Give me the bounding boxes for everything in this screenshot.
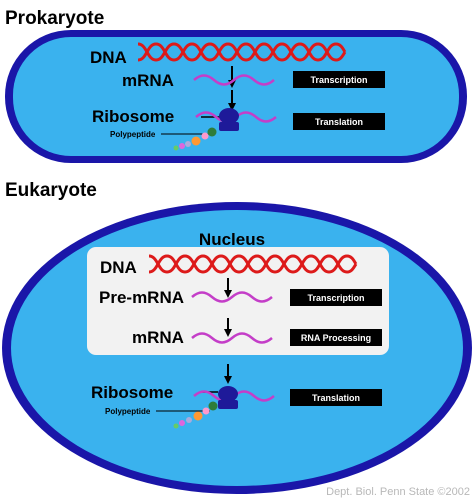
prokaryote-step-transcription [293, 71, 385, 88]
eukaryote-title: Eukaryote [5, 180, 97, 201]
rna-wave-icon [191, 332, 273, 344]
eukaryote-pre-mrna-label: Pre-mRNA [99, 288, 184, 307]
prokaryote-step-translation [293, 113, 385, 130]
prokaryote-step-translation-label: Translation [315, 117, 363, 127]
eukaryote-mrna-label: mRNA [132, 328, 184, 347]
nucleus-label: Nucleus [199, 230, 265, 249]
rna-wave-icon [193, 74, 275, 86]
rna-wave-icon [191, 291, 273, 303]
eukaryote-step-translation-label: Translation [312, 393, 360, 403]
credit-text: Dept. Biol. Penn State ©2002 [326, 486, 470, 498]
ribosome-icon [218, 386, 238, 409]
polypeptide-chain-icon [173, 127, 217, 151]
eukaryote-step-rna-processing-label: RNA Processing [301, 333, 371, 343]
eukaryote-step-transcription [290, 289, 382, 306]
eukaryote-step-translation [290, 389, 382, 406]
dna-helix-icon [137, 42, 347, 62]
prokaryote-mrna-label: mRNA [122, 71, 174, 90]
eukaryote-ribosome-label: Ribosome [91, 383, 173, 402]
eukaryote-dna-label: DNA [100, 258, 137, 277]
dna-helix-icon [148, 254, 358, 274]
eukaryote-step-transcription-label: Transcription [307, 293, 364, 303]
prokaryote-ribosome-label: Ribosome [92, 107, 174, 126]
eukaryote-step-rna-processing [290, 329, 382, 346]
polypeptide-chain-icon [173, 401, 218, 429]
prokaryote-polypeptide-label: Polypeptide [110, 130, 156, 139]
prokaryote-dna-label: DNA [90, 48, 127, 67]
eukaryote-polypeptide-label: Polypeptide [105, 407, 151, 416]
nucleus [87, 247, 389, 355]
prokaryote-title: Prokaryote [5, 8, 104, 29]
prokaryote-step-transcription-label: Transcription [310, 75, 367, 85]
ribosome-icon [219, 108, 239, 131]
